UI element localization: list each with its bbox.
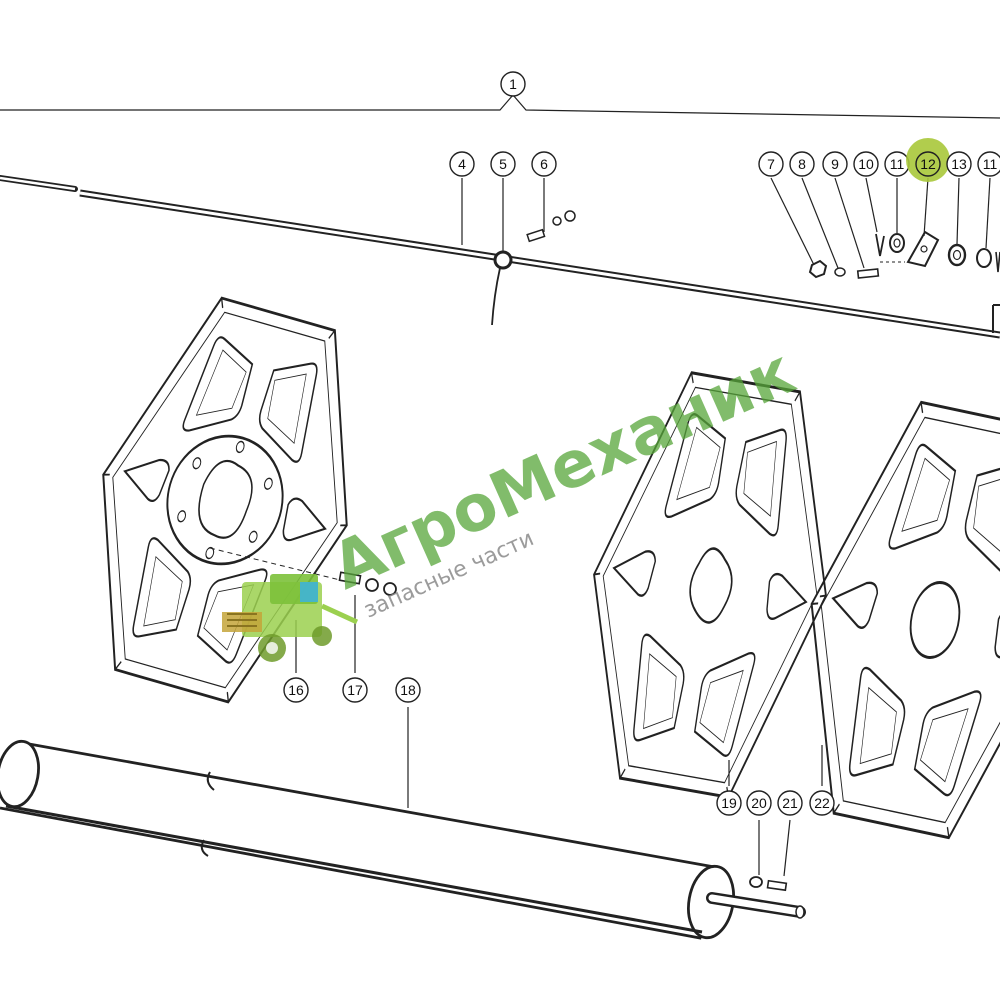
callout-9: 9 <box>822 151 848 177</box>
callout-7: 7 <box>758 151 784 177</box>
callout-11b: 11 <box>977 151 1000 177</box>
callout-label: 12 <box>920 156 936 172</box>
reel-tube <box>0 175 1000 339</box>
callout-21: 21 <box>777 790 803 816</box>
callout-17: 17 <box>342 677 368 703</box>
tube-clamp <box>491 250 513 326</box>
fasteners-20-21 <box>749 876 788 892</box>
callout-19: 19 <box>716 790 742 816</box>
callout-4: 4 <box>449 151 475 177</box>
callout-label: 4 <box>458 156 466 172</box>
callout-label: 13 <box>951 156 967 172</box>
watermark-brand: АгроМеханик <box>321 335 805 605</box>
callout-11a: 11 <box>884 151 910 177</box>
callout-label: 22 <box>814 795 830 811</box>
callout-label: 5 <box>499 156 507 172</box>
callout-10: 10 <box>853 151 879 177</box>
callout-label: 1 <box>509 76 517 92</box>
callout-label: 10 <box>858 156 874 172</box>
callout-label: 16 <box>288 682 304 698</box>
callout-label: 18 <box>400 682 416 698</box>
callout-label: 19 <box>721 795 737 811</box>
callout-label: 7 <box>767 156 775 172</box>
callout-8: 8 <box>789 151 815 177</box>
callout-12: 12 <box>906 138 950 182</box>
callout-1: 1 <box>500 71 526 97</box>
watermark: АгроМеханик запасные части <box>222 335 805 662</box>
callout-label: 9 <box>831 156 839 172</box>
callout-22: 22 <box>809 790 835 816</box>
callout-label: 21 <box>782 795 798 811</box>
callout-6: 6 <box>531 151 557 177</box>
callout-label: 11 <box>890 156 905 172</box>
fasteners-17 <box>209 547 397 596</box>
combine-logo-icon <box>222 574 359 662</box>
bolt-6 <box>526 210 576 243</box>
callout-5: 5 <box>490 151 516 177</box>
callout-label: 6 <box>540 156 548 172</box>
reel-plate-16 <box>51 278 399 722</box>
small-parts-group <box>808 230 1000 279</box>
callout-label: 20 <box>751 795 767 811</box>
callout-16: 16 <box>283 677 309 703</box>
reel-plate-22 <box>768 387 1000 853</box>
callout-18: 18 <box>395 677 421 703</box>
reel-drum <box>0 739 806 940</box>
callout-13: 13 <box>946 151 972 177</box>
callout-label: 17 <box>347 682 363 698</box>
callout-label: 8 <box>798 156 806 172</box>
callout-20: 20 <box>746 790 772 816</box>
reel-plate-19 <box>558 360 862 810</box>
callout-label: 11 <box>983 156 998 172</box>
